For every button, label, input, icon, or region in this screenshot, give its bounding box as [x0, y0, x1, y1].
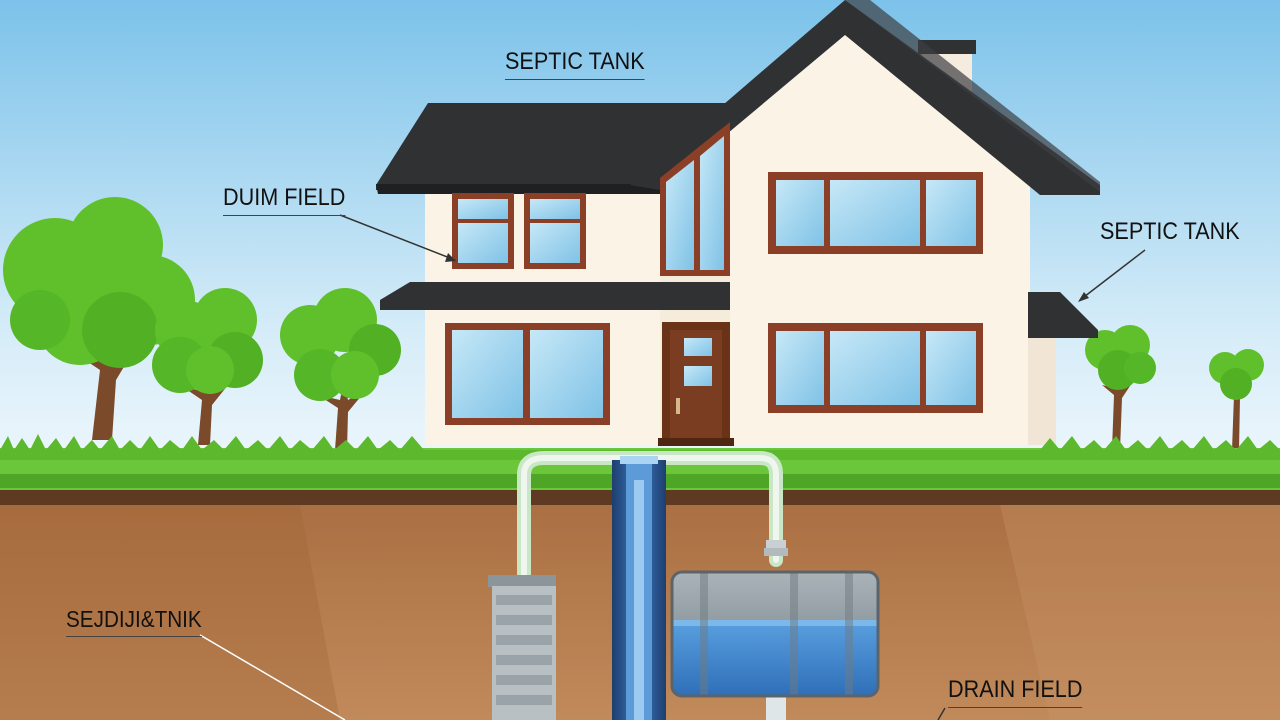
house [376, 0, 1100, 446]
tree-right-2 [1209, 349, 1264, 450]
label-septic-tank-top: SEPTIC TANK [505, 50, 645, 80]
arrow-head-upper-right [1078, 292, 1089, 302]
leader-lower-right [937, 707, 946, 720]
septic-tank [670, 570, 880, 698]
leader-upper-left [339, 214, 456, 261]
tree-right-1 [1085, 325, 1156, 450]
leader-upper-right [1079, 249, 1146, 301]
window-upper-left-1 [452, 193, 514, 269]
label-sejdiji-tnik: SEJDIJI&TNIK [66, 608, 202, 637]
window-gable [660, 122, 730, 276]
well-shaft [612, 456, 666, 720]
tree-small-left [280, 288, 401, 450]
porch-roof [380, 282, 730, 310]
label-drain-field: DRAIN FIELD [948, 678, 1083, 708]
leader-lower-left [199, 634, 346, 720]
front-door [658, 322, 734, 446]
roof-main [630, 0, 1100, 195]
window-upper-left-2 [524, 193, 586, 269]
distribution-box [488, 575, 556, 720]
label-duim-field: DUIM FIELD [223, 186, 346, 216]
tree-medium-left [152, 288, 263, 445]
window-lower-right [768, 323, 983, 413]
label-septic-tank-right: SEPTIC TANK [1100, 218, 1240, 245]
arrow-head-upper-left [445, 253, 456, 262]
soil-layer-shade-right [1000, 500, 1280, 720]
soil-layer-shade [0, 500, 340, 720]
window-upper-right [768, 172, 983, 254]
tree-large-left [3, 197, 195, 440]
window-lower-left [445, 323, 610, 425]
